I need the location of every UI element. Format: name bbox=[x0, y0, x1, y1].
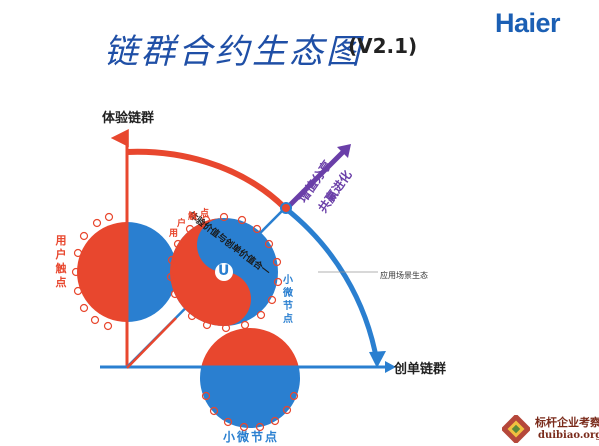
watermark-logo-icon bbox=[502, 415, 530, 443]
micro-nodes-right-label: 小 微 节 点 bbox=[283, 275, 293, 325]
diagonal-line-red bbox=[126, 317, 177, 369]
micro-nodes-bottom-label: 小微节点 bbox=[223, 430, 280, 444]
watermark: 标杆企业考察 duibiao.org bbox=[502, 413, 599, 445]
blue-arc-arrowhead bbox=[369, 351, 386, 368]
purple-arrow bbox=[285, 150, 345, 210]
center-yinyang bbox=[166, 212, 283, 333]
watermark-name: 标杆企业考察 bbox=[535, 416, 599, 429]
user-touch-left-label: 用 户 触 点 bbox=[55, 234, 67, 289]
purple-arrowhead bbox=[337, 144, 351, 158]
blue-arc bbox=[283, 206, 380, 363]
hub-symbol: U bbox=[218, 263, 230, 279]
red-arc bbox=[126, 148, 288, 211]
value-point bbox=[280, 202, 292, 214]
y-axis-label: 体验链群 bbox=[102, 111, 155, 126]
scene-ecology-label: 应用场景生态 bbox=[380, 271, 428, 280]
x-axis-label: 创单链群 bbox=[394, 362, 447, 377]
watermark-url: duibiao.org bbox=[538, 430, 599, 441]
haier-logo: Haier bbox=[495, 8, 561, 38]
diagram-title: 链群合约生态图 bbox=[104, 32, 363, 72]
x-axis-arrowhead bbox=[385, 361, 396, 373]
left-yinyang bbox=[71, 212, 177, 331]
bottom-yinyang bbox=[200, 328, 300, 432]
version-label: (V2.1) bbox=[348, 34, 418, 58]
